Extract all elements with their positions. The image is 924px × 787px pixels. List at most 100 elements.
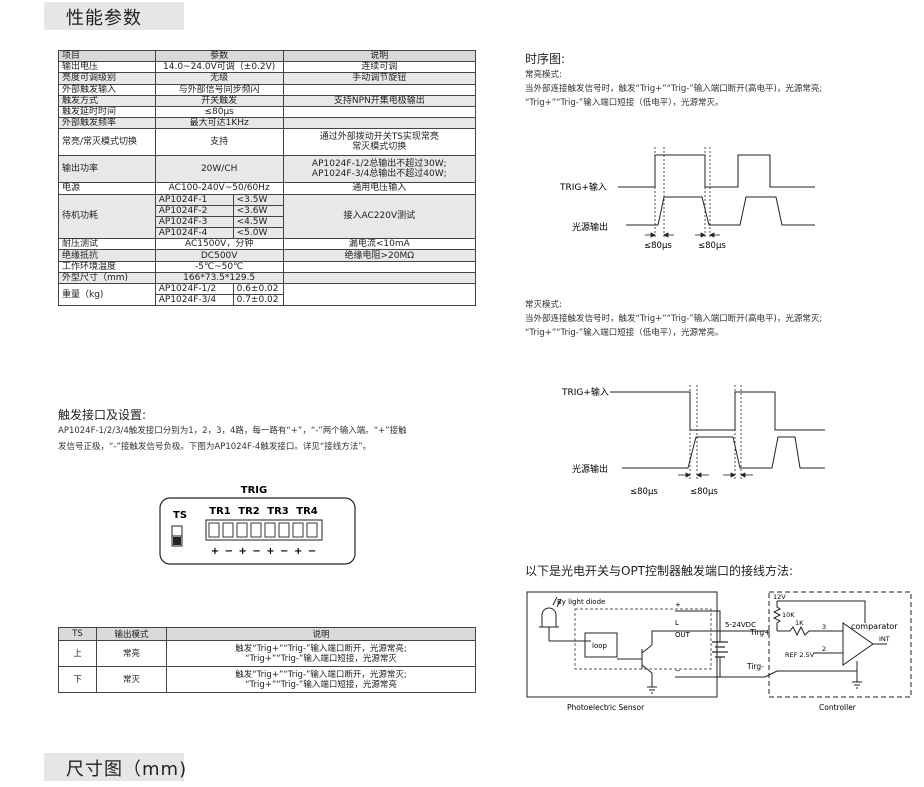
spec-note bbox=[282, 271, 477, 285]
trig-minus-label: Tirg- bbox=[746, 662, 764, 671]
wiring-diagram: By light diode loop + L OUT − 5-24VDC 12… bbox=[526, 591, 912, 712]
ts-label: TS bbox=[173, 510, 187, 521]
spec-param: 最大可达1KHz bbox=[154, 117, 284, 130]
resistor-1k bbox=[777, 625, 823, 637]
spec-item: 电源 bbox=[58, 182, 156, 195]
comparator-label: comparator bbox=[851, 622, 898, 631]
light-waveform bbox=[626, 196, 815, 226]
ts-mode: 常灭 bbox=[96, 666, 167, 693]
table-row: 触发方式 开关触发 支持NPN开集电极输出 bbox=[58, 94, 477, 107]
v12-label: 12V bbox=[773, 593, 786, 601]
delay-label-2: ≤80μs bbox=[690, 487, 718, 497]
spec-note: 接入AC220V测试 bbox=[282, 193, 477, 240]
channel-label: TR3 bbox=[267, 506, 289, 517]
terminal-block bbox=[205, 519, 323, 541]
spec-note bbox=[282, 117, 477, 130]
sensor-inner-box bbox=[574, 608, 712, 670]
table-row: 输出电压 14.0~24.0V可调（±0.2V) 连续可调 bbox=[58, 61, 477, 74]
channel-label: TR1 bbox=[209, 506, 231, 517]
ground-icon bbox=[647, 686, 657, 694]
l-label: L bbox=[675, 619, 679, 627]
section-title-performance: 性能参数 bbox=[66, 8, 142, 29]
spec-note-line: 常灭模式切换 bbox=[352, 142, 407, 153]
timing-diagram-always-on: TRIG+输入 光源输出 ≤80μs ≤80μs bbox=[560, 147, 815, 250]
table-row: 工作环境温度 -5℃~50℃ bbox=[58, 260, 477, 273]
sensor-label: Photoelectric Sensor bbox=[567, 703, 645, 712]
table-row: 亮度可调级别 无级 手动调节旋钮 bbox=[58, 72, 477, 85]
spec-param: 20W/CH bbox=[154, 155, 284, 184]
ts-header: 输出模式 bbox=[96, 627, 167, 641]
spec-note-line: 通过外部拨动开关TS实现常亮 bbox=[319, 132, 439, 143]
trig-title: TRIG bbox=[241, 485, 267, 496]
ts-desc-line: “Trig+”“Trig-”输入端口短接，光源常灭 bbox=[245, 653, 397, 664]
ts-position: 上 bbox=[58, 640, 97, 667]
spec-item: 常亮/常灭模式切换 bbox=[58, 128, 156, 157]
spec-note: 漏电流<10mA bbox=[282, 238, 477, 251]
transistor-emitter bbox=[641, 664, 653, 674]
connector-frame bbox=[159, 497, 356, 565]
spec-item: 外型尺寸（mm) bbox=[58, 271, 156, 285]
int-label: INT bbox=[879, 635, 890, 643]
channel-label: TR4 bbox=[296, 506, 318, 517]
spec-param: 14.0~24.0V可调（±0.2V) bbox=[154, 61, 284, 74]
spec-note bbox=[282, 260, 477, 273]
spec-note: 连续可调 bbox=[282, 61, 477, 74]
table-row: AP1024F-3 <4.5W bbox=[59, 215, 476, 229]
spec-note: 支持NPN开集电极输出 bbox=[282, 94, 477, 107]
ts-mode: 常亮 bbox=[96, 640, 167, 667]
timing-diagram-always-off: TRIG+输入 光源输出 ≤80μs ≤80μs bbox=[561, 385, 825, 497]
wire bbox=[764, 670, 778, 678]
weight-model: AP1024F-3/4 bbox=[154, 294, 234, 307]
r1k-label: 1K bbox=[795, 619, 804, 627]
ts-desc: 触发“Trig+”“Trig-”输入端口断开，光源常灭;“Trig+”“Trig… bbox=[166, 666, 476, 693]
spec-item: 耐压测试 bbox=[58, 238, 156, 251]
spec-item: 绝缘抵抗 bbox=[58, 249, 156, 262]
trigger-title: 触发接口及设置: bbox=[58, 408, 147, 422]
spec-item: 输出电压 bbox=[58, 61, 156, 74]
spec-item: 输出功率 bbox=[58, 155, 156, 184]
wiring-title: 以下是光电开关与OPT控制器触发端口的接线方法: bbox=[525, 564, 794, 578]
trigger-para-2: 发信号正极，“-”接触发信号负极。下图为AP1024F-4触发接口。详见“接线方… bbox=[58, 442, 372, 452]
table-row: 重量（kg) AP1024F-1/2 0.6±0.02 bbox=[58, 282, 477, 307]
table-row: AP1024F-3/4 0.7±0.02 bbox=[59, 294, 476, 307]
spec-note-line: AP1024F-3/4总输出不超过40W; bbox=[311, 169, 447, 180]
mode-on-line-2: “Trig+”“Trig-”输入端口短接（低电平），光源常灭。 bbox=[525, 98, 724, 108]
spec-param: ≤80μs bbox=[154, 105, 284, 119]
wire bbox=[777, 600, 866, 623]
table-row: 常亮/常灭模式切换 支持 通过外部拨动开关TS实现常亮常灭模式切换 bbox=[58, 128, 477, 157]
weight-value: 0.7±0.02 bbox=[232, 294, 284, 307]
ts-mode-table: TS 输出模式 说明 上 常亮 触发“Trig+”“Trig-”输入端口断开，光… bbox=[58, 627, 476, 693]
trig-connector-diagram: TRIG TS TR1 TR2 TR3 TR4 + − + − + − + − bbox=[159, 485, 356, 565]
mode-on-line-1: 当外部连接触发信号时，触发“Trig+”“Trig-”输入端口断开(高电平)，光… bbox=[525, 84, 823, 94]
spec-note: AP1024F-1/2总输出不超过30W;AP1024F-3/4总输出不超过40… bbox=[282, 155, 477, 184]
ts-header: TS bbox=[58, 627, 97, 641]
battery-icon bbox=[712, 641, 728, 658]
table-row: 耐压测试 AC1500V，分钟 漏电流<10mA bbox=[58, 238, 477, 251]
ts-position: 下 bbox=[58, 666, 97, 693]
delay-arrows bbox=[678, 472, 753, 478]
table-row: 电源 AC100-240V~50/60Hz 通用电压输入 bbox=[58, 182, 477, 195]
channel-label: TR2 bbox=[238, 506, 260, 517]
spec-param: 无级 bbox=[154, 72, 284, 85]
table-row: 输出功率 20W/CH AP1024F-1/2总输出不超过30W;AP1024F… bbox=[58, 155, 477, 184]
trig-waveform bbox=[610, 391, 825, 431]
ts-desc-line: “Trig+”“Trig-”输入端口短接，光源常亮 bbox=[245, 679, 397, 690]
spec-item: 工作环境温度 bbox=[58, 260, 156, 273]
trigger-para-1: AP1024F-1/2/3/4触发接口分别为1，2，3，4路，每一路有“+”，“… bbox=[58, 426, 407, 436]
delay-label-1: ≤80μs bbox=[630, 487, 658, 497]
polarity-labels: + − + − + − + − bbox=[211, 546, 317, 557]
mode-off-line-1: 当外部连接触发信号时，触发“Trig+”“Trig-”输入端口断开(高电平)，光… bbox=[525, 314, 823, 324]
spec-note-line: AP1024F-1/2总输出不超过30W; bbox=[311, 159, 447, 170]
spec-header-row: 项目 参数 说明 bbox=[58, 49, 477, 63]
delay-label-2: ≤80μs bbox=[698, 241, 726, 250]
table-row: 触发延时时间 ≤80μs bbox=[58, 105, 477, 119]
spec-param: 支持 bbox=[154, 128, 284, 157]
ts-desc-line: 触发“Trig+”“Trig-”输入端口断开，光源常灭; bbox=[235, 669, 407, 680]
spec-note: 通过外部拨动开关TS实现常亮常灭模式切换 bbox=[282, 128, 477, 157]
ts-header: 说明 bbox=[166, 627, 476, 641]
plus-label: + bbox=[675, 601, 681, 609]
spec-param: 166*73.5*129.5 bbox=[154, 271, 284, 285]
spec-header: 说明 bbox=[282, 49, 477, 63]
supply-label: 5-24VDC bbox=[725, 621, 756, 629]
timing-title: 时序图: bbox=[525, 52, 566, 66]
